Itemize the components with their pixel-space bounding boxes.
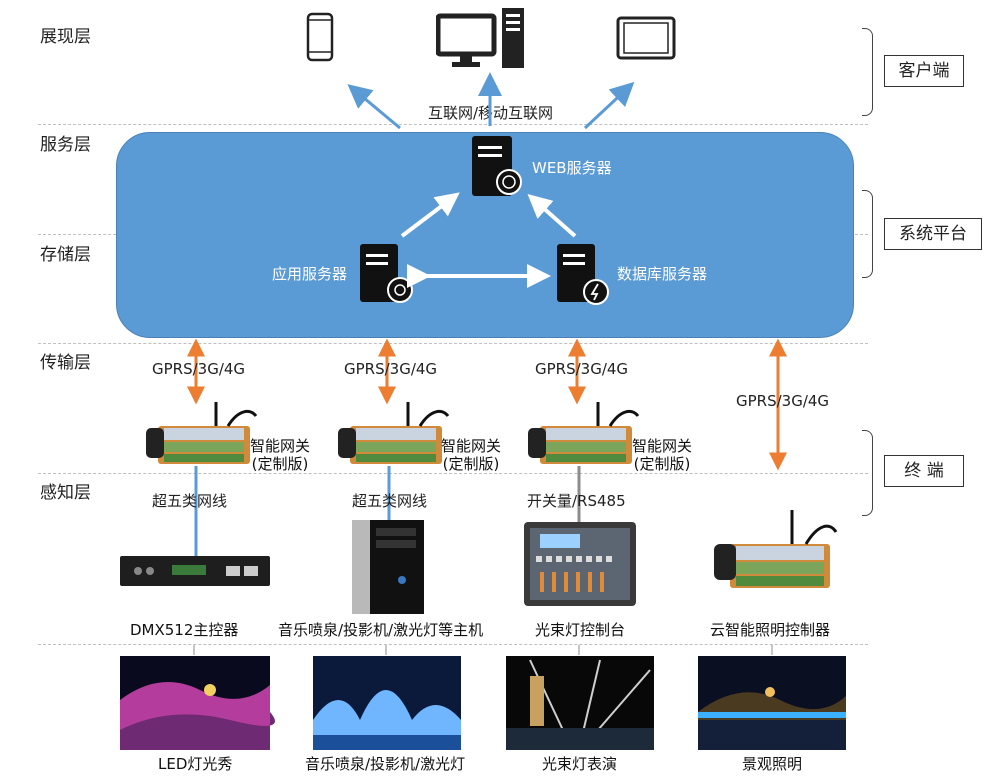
gprs-label-3: GPRS/3G/4G [535,360,629,378]
desktop-computer-icon [436,8,524,68]
console-caption: 光束灯控制台 [535,621,626,639]
db-server-label: 数据库服务器 [617,265,708,283]
gprs-label-1: GPRS/3G/4G [152,360,246,378]
landscape-lighting-photo [698,656,846,750]
gateway-label-line2: (定制版) [251,455,309,473]
client-brace [862,28,873,116]
platform-box: 系统平台 [884,218,982,250]
internet-arrows [347,72,635,130]
gateway-label-2: 智能网关 (定制版) [441,437,501,473]
arrow-to-phone [347,84,401,130]
terminal-box: 终 端 [884,455,964,487]
dmx512-caption: DMX512主控器 [130,621,239,639]
layer-service-label: 服务层 [40,135,91,155]
switch-rs485-label: 开关量/RS485 [527,492,626,510]
cloud-controller-image [714,510,838,588]
gateway-device-2 [338,402,450,464]
app-server-icon [360,244,413,303]
client-box: 客户端 [884,55,964,87]
gprs-label-2: GPRS/3G/4G [344,360,438,378]
web-server-label: WEB服务器 [532,159,612,177]
host-computer-image [352,520,424,614]
separator-line [38,124,868,125]
lighting-console-image [524,522,636,606]
cat5e-label-2: 超五类网线 [352,492,428,510]
cat5e-label-1: 超五类网线 [152,492,228,510]
phone-icon [306,12,334,62]
separator-line [38,343,868,344]
platform-brace [862,190,873,278]
gateway-label-line2: (定制版) [633,455,691,473]
layer-transmission-label: 传输层 [40,353,91,373]
music-fountain-photo [313,656,461,750]
cloud-controller-caption: 云智能照明控制器 [710,621,831,639]
separator-line [38,644,868,645]
arrow-app-to-web [400,192,460,238]
arrow-to-tablet [583,81,635,130]
db-server-icon [557,244,609,305]
gateway-label-line1: 智能网关 [441,437,502,455]
gateway-label-1: 智能网关 (定制版) [250,437,310,473]
host-caption: 音乐喷泉/投影机/激光灯等主机 [278,621,484,639]
gateway-label-3: 智能网关 (定制版) [632,437,692,473]
led-show-caption: LED灯光秀 [158,755,233,773]
arrow-db-to-web [527,194,577,238]
layer-perception-label: 感知层 [40,483,91,503]
dmx512-controller-image [120,556,270,586]
layer-storage-label: 存储层 [40,245,91,265]
fountain-caption: 音乐喷泉/投影机/激光灯 [305,755,466,773]
terminal-brace [862,430,873,516]
gateway-device-3 [528,402,640,464]
landscape-caption: 景观照明 [742,755,803,773]
gateway-device-1 [146,402,258,464]
gprs-arrows [187,338,787,471]
led-light-show-photo [120,656,275,750]
tablet-icon [616,16,676,60]
separator-line [38,473,868,474]
app-server-label: 应用服务器 [272,265,348,283]
web-server-icon [472,136,522,196]
gprs-label-4: GPRS/3G/4G [736,392,830,410]
beam-show-caption: 光束灯表演 [542,755,618,773]
gateway-label-line1: 智能网关 [250,437,311,455]
gateway-label-line1: 智能网关 [632,437,693,455]
layer-presentation-label: 展现层 [40,27,91,47]
gateway-label-line2: (定制版) [442,455,500,473]
beam-light-show-photo [506,656,654,750]
